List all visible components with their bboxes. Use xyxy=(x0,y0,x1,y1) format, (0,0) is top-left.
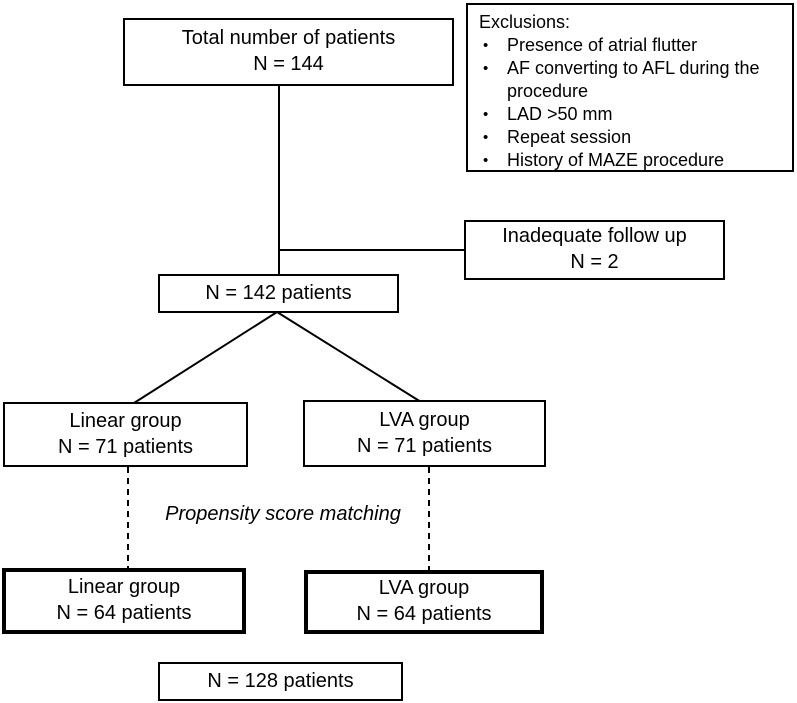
exclusion-item: • Presence of atrial flutter xyxy=(477,34,786,57)
inadequate-followup-count: N = 2 xyxy=(570,251,619,273)
lva-group-64-label: LVA group xyxy=(378,577,470,600)
n142-label: N = 142 patients xyxy=(205,281,352,304)
bullet-icon: • xyxy=(483,59,489,77)
box-linear-group-64: Linear group N = 64 patients xyxy=(2,568,246,634)
bullet-icon: • xyxy=(483,151,489,169)
total-patients-count: N = 144 xyxy=(253,53,324,75)
connector-diagonal-left xyxy=(133,311,278,404)
exclusion-item-text: LAD >50 mm xyxy=(507,103,613,124)
propensity-matching-label: Propensity score matching xyxy=(133,503,433,526)
linear-group-64-label: Linear group xyxy=(67,576,181,599)
exclusion-item-text: History of MAZE procedure xyxy=(507,149,725,170)
linear-group-64-count: N = 64 patients xyxy=(56,602,192,624)
bullet-icon: • xyxy=(483,105,489,123)
box-lva-group-71: LVA group N = 71 patients xyxy=(303,400,546,467)
exclusion-item: • Repeat session xyxy=(477,126,786,149)
box-lva-group-64: LVA group N = 64 patients xyxy=(304,570,544,634)
exclusions-title: Exclusions: xyxy=(479,12,571,32)
lva-group-71-label: LVA group xyxy=(379,408,470,431)
bullet-icon: • xyxy=(483,128,489,146)
box-exclusions: Exclusions: • Presence of atrial flutter… xyxy=(466,3,794,172)
exclusion-item: • History of MAZE procedure xyxy=(477,149,786,172)
exclusion-item-text: AF converting to AFL during the procedur… xyxy=(507,57,760,101)
n128-label: N = 128 patients xyxy=(207,669,354,692)
linear-group-71-count: N = 71 patients xyxy=(57,435,194,458)
inadequate-followup-label: Inadequate follow up xyxy=(502,225,687,248)
connector-diagonal-right xyxy=(276,311,422,403)
exclusion-item-text: Repeat session xyxy=(507,126,632,147)
linear-group-71-label: Linear group xyxy=(69,409,182,432)
bullet-icon: • xyxy=(483,36,489,54)
exclusion-item: • LAD >50 mm xyxy=(477,103,786,126)
lva-group-71-count: N = 71 patients xyxy=(356,434,493,457)
box-linear-group-71: Linear group N = 71 patients xyxy=(3,402,248,467)
lva-group-64-count: N = 64 patients xyxy=(356,603,492,625)
box-n142-patients: N = 142 patients xyxy=(158,274,399,313)
box-total-patients: Total number of patients N = 144 xyxy=(123,18,454,86)
exclusion-item-text: Presence of atrial flutter xyxy=(507,34,698,55)
propensity-matching-text: Propensity score matching xyxy=(165,503,401,525)
box-n128-patients: N = 128 patients xyxy=(158,662,403,701)
box-inadequate-followup: Inadequate follow up N = 2 xyxy=(464,220,725,280)
total-patients-label: Total number of patients xyxy=(181,27,396,50)
exclusion-item: • AF converting to AFL during the proced… xyxy=(477,57,786,103)
